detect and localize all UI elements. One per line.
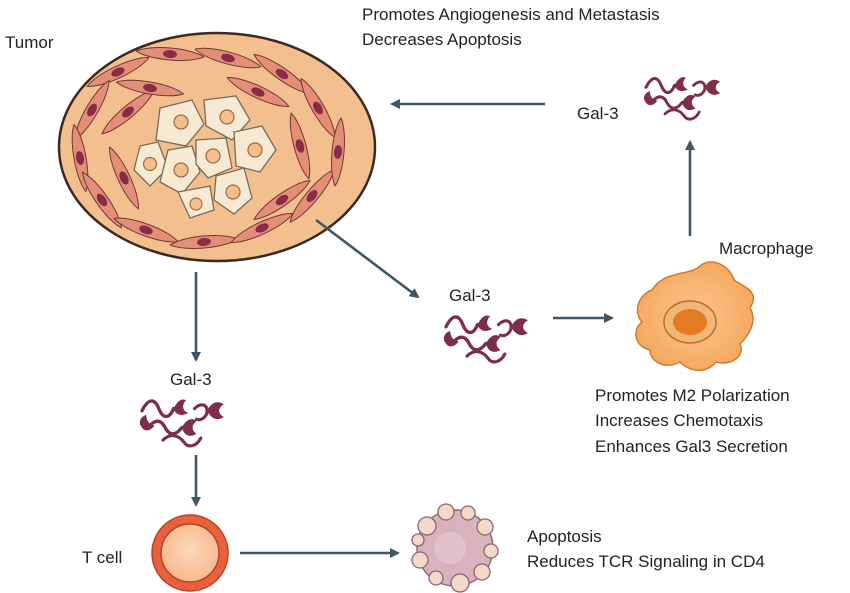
gal3-top-label: Gal-3 [577, 104, 619, 123]
gal3-left-label: Gal-3 [170, 370, 212, 389]
tumor-effect-2: Decreases Apoptosis [362, 30, 522, 49]
tumor-label: Tumor [5, 33, 54, 52]
macrophage-icon [635, 261, 755, 371]
tumor-effect-1: Promotes Angiogenesis and Metastasis [362, 5, 660, 24]
arrows [191, 99, 695, 558]
tcell-effect-1: Apoptosis [527, 527, 602, 546]
arrow-tumor-to-gal3-mid [315, 218, 420, 299]
gal3-mid-label: Gal-3 [449, 286, 491, 305]
tumor-cell-nuclei [142, 109, 263, 211]
macrophage-effect-1: Promotes M2 Polarization [595, 386, 790, 405]
t-cell-icon [151, 514, 229, 592]
tcell-label: T cell [82, 548, 123, 567]
gal3-molecule-left-icon [138, 397, 226, 448]
apoptotic-cell-icon [411, 503, 499, 593]
gal3-molecule-top-icon [642, 75, 722, 121]
macrophage-effect-2: Increases Chemotaxis [595, 411, 764, 430]
gal3-molecule-mid-icon [442, 313, 530, 364]
tumor-icon [57, 31, 377, 263]
tcell-effect-2: Reduces TCR Signaling in CD4 [527, 552, 765, 571]
macrophage-effect-3: Enhances Gal3 Secretion [595, 437, 788, 456]
macrophage-label: Macrophage [719, 239, 814, 258]
